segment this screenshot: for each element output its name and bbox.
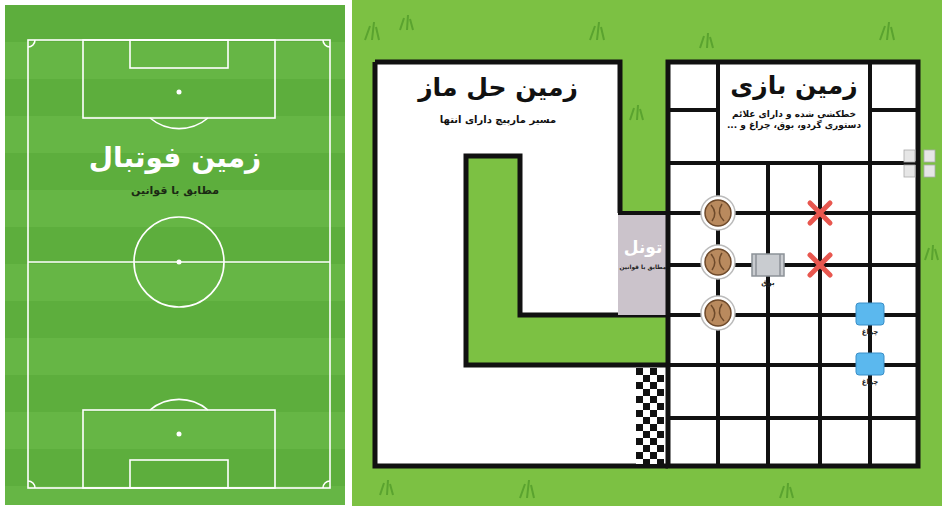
finish-flag [636,368,664,464]
field-title: زمین فوتبال [89,140,261,176]
light-icons [856,303,884,375]
field-note: مطابق با قوانین [131,184,219,198]
grass-tufts [365,15,938,498]
tunnel-box: تونل مطابق با قوانین [618,236,668,296]
maze-field-caption: زمین حل ماز مسیر مارپیچ دارای انتها [382,72,614,146]
icon-label: چراغ [862,378,879,386]
tunnel-block [618,213,668,315]
field-note: مطابق با قوانین [620,264,667,272]
icon-label: بوق [761,279,774,287]
stop-marks [810,203,830,275]
walnut-icons [701,196,735,330]
field-title: زمین حل ماز [418,72,578,105]
field-title: زمین بازی [730,70,857,103]
game-field-caption: زمین بازی خطکشی شده و دارای علائم دستوری … [721,66,867,160]
field-note: خطکشی شده و دارای علائم دستوری گردو، بوق… [721,109,867,133]
football-field: زمین فوتبال مطابق با قوانین [5,140,345,220]
icon-label: چراغ [862,328,879,336]
field-title: تونل [624,236,663,258]
football-pitch [5,5,345,505]
field-note: مسیر مارپیچ دارای انتها [440,113,556,126]
maze-field [375,62,668,466]
edge-widget [904,150,935,177]
horn-icon [752,254,784,276]
grass-ground [352,0,942,506]
game-grid [668,62,918,466]
